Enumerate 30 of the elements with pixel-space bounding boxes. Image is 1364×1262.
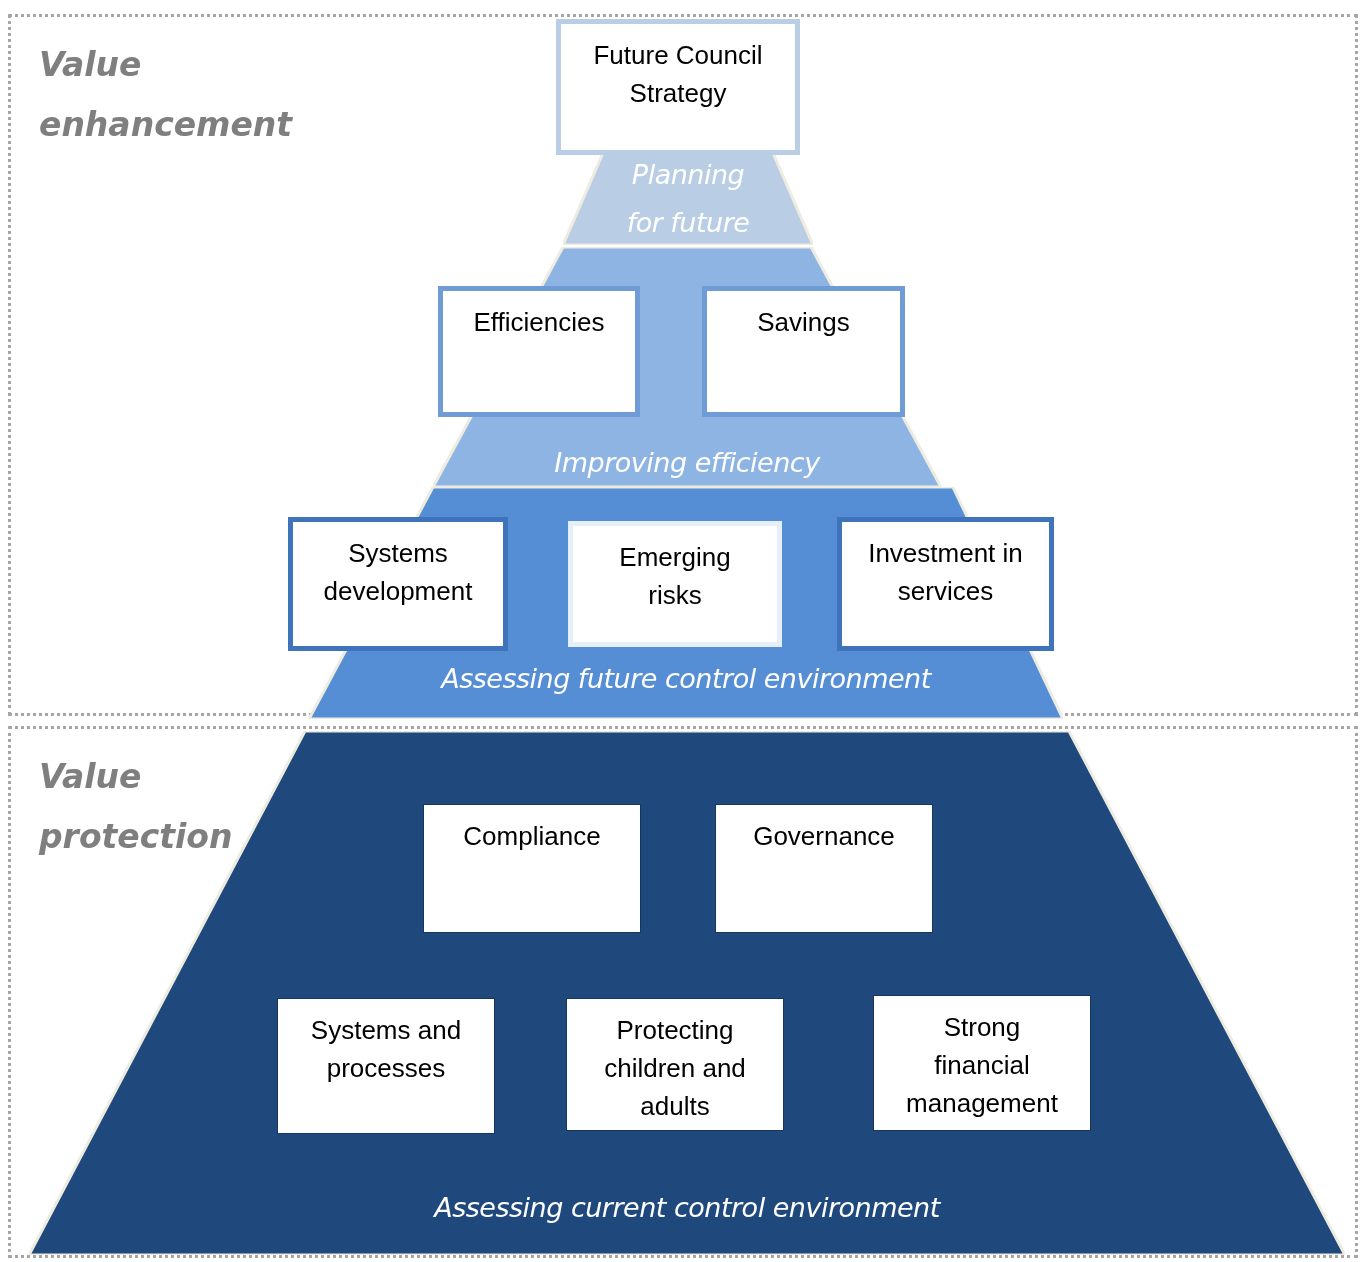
box-label: Investment in services [867, 537, 1024, 608]
text-box [423, 804, 641, 933]
box-label: Governance [753, 820, 895, 853]
box-label: Compliance [463, 820, 601, 853]
box-label: Systems development [322, 537, 474, 608]
tier-label: Improving efficiency [553, 446, 822, 480]
tier-label: Planning for future [625, 158, 751, 240]
box-label: Systems and processes [309, 1014, 463, 1085]
text-box [566, 998, 784, 1131]
text-box [438, 286, 640, 417]
text-box [702, 286, 905, 417]
box-label: Future Council Strategy [592, 39, 764, 110]
pyramid-tier [563, 153, 813, 245]
text-box [568, 521, 782, 647]
text-box [556, 19, 800, 155]
text-box [288, 517, 508, 651]
tier-label: Assessing future control environment [439, 662, 933, 696]
pyramid-tier [433, 247, 941, 487]
section-panel [8, 14, 1358, 716]
box-label: Strong financial management [905, 1011, 1059, 1120]
text-box [837, 517, 1054, 651]
text-box [715, 804, 933, 933]
box-label: Efficiencies [473, 306, 605, 339]
section-heading: Value protection [39, 756, 234, 858]
box-label: Emerging risks [618, 541, 732, 612]
box-label: Protecting children and adults [603, 1014, 747, 1123]
text-box [873, 995, 1091, 1131]
tier-label: Assessing current control environment [432, 1191, 942, 1225]
text-box [277, 998, 495, 1134]
box-label: Savings [757, 306, 850, 339]
